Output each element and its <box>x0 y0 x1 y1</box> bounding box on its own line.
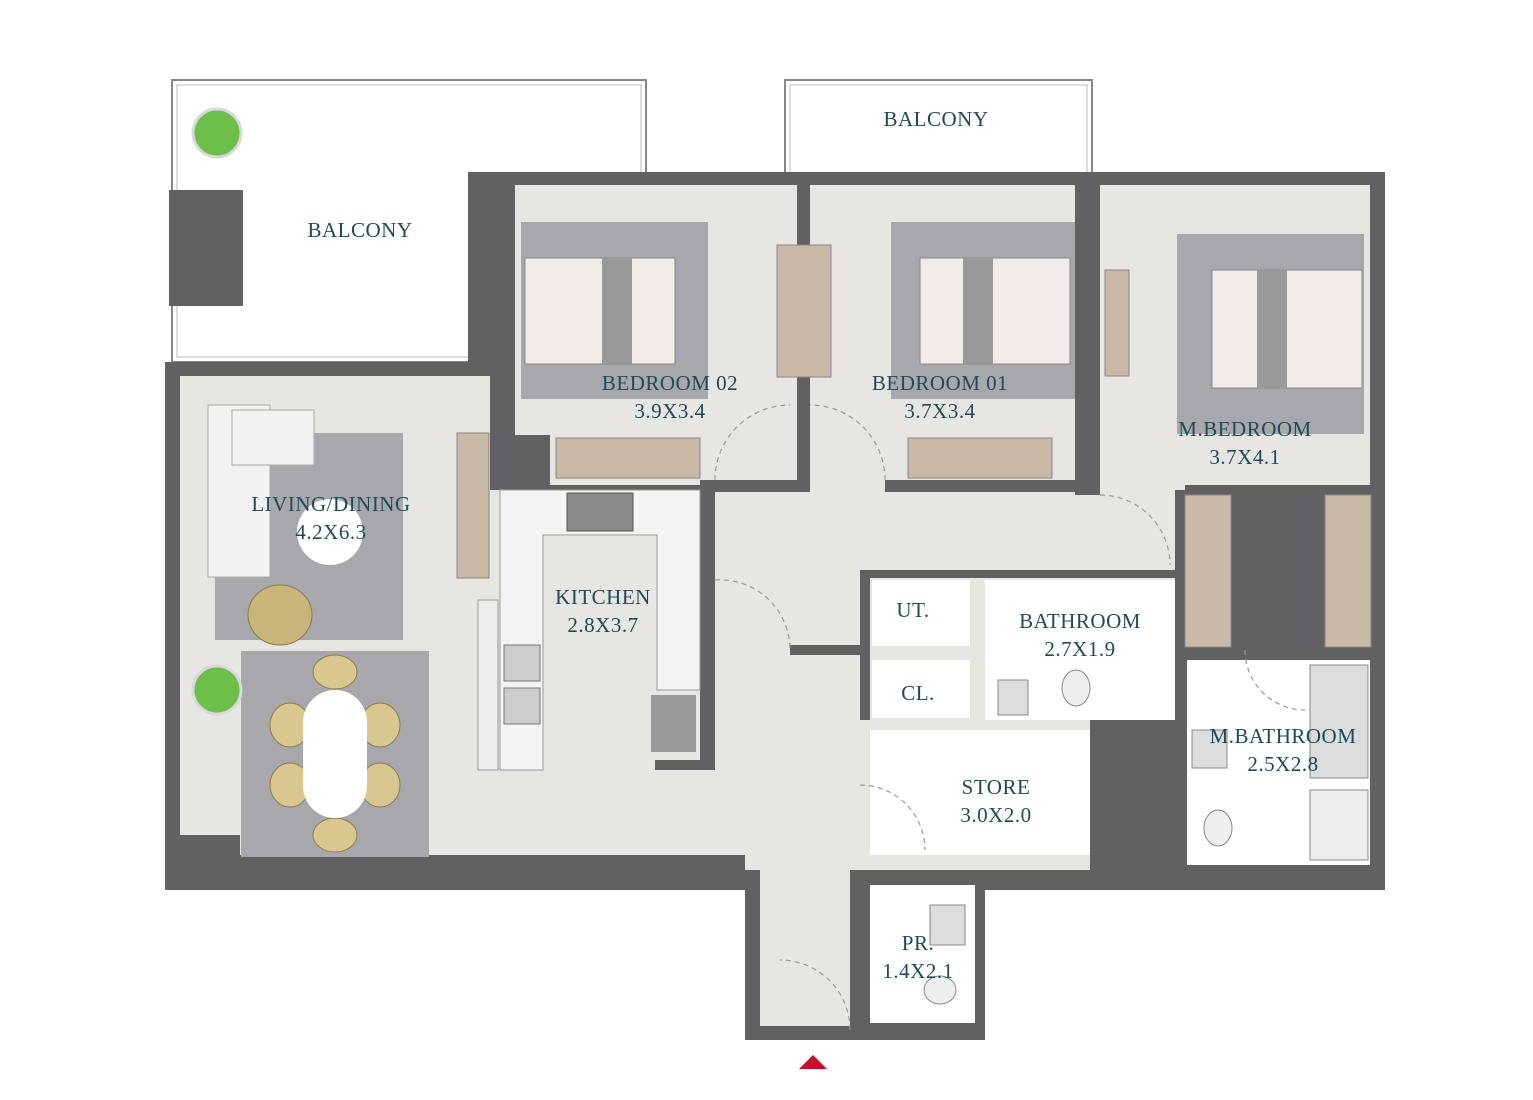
plant-icon <box>191 664 243 716</box>
toilet-icon <box>1061 669 1091 707</box>
balcony-top-label: BALCONY <box>883 107 988 131</box>
bathroom-label: BATHROOM <box>1019 609 1141 633</box>
store-label: STORE <box>962 775 1031 799</box>
wardrobe <box>1324 494 1372 648</box>
wardrobe <box>1184 494 1232 648</box>
living-dining-size: 4.2X6.3 <box>295 520 366 544</box>
bed <box>919 257 1071 365</box>
store-size: 3.0X2.0 <box>960 803 1031 827</box>
entrance-arrow-icon <box>799 1055 827 1069</box>
armchair <box>247 584 313 646</box>
coffee-table <box>297 499 363 565</box>
bathroom-size: 2.7X1.9 <box>1044 637 1115 661</box>
master-bathroom-label: M.BATHROOM <box>1210 724 1357 748</box>
fridge <box>651 695 696 752</box>
wet-rooms <box>870 580 1370 1023</box>
sink-icon <box>929 904 966 946</box>
master-bathroom-size: 2.5X2.8 <box>1247 752 1318 776</box>
bedroom02-label: BEDROOM 02 <box>602 371 738 395</box>
wardrobe <box>555 437 701 479</box>
living-dining-label: LIVING/DINING <box>251 492 410 516</box>
powder-room-size: 1.4X2.1 <box>882 959 953 983</box>
balcony-planter <box>169 190 243 306</box>
kitchen-counters <box>477 489 701 771</box>
utility-label: UT. <box>896 598 929 622</box>
living-furniture <box>191 404 490 857</box>
bathtub <box>1309 664 1369 779</box>
balcony-top <box>784 79 1093 179</box>
bedroom01-size: 3.7X3.4 <box>904 399 975 423</box>
interior-walls <box>165 185 1375 890</box>
closet-label: CL. <box>901 681 935 705</box>
sink-icon <box>997 679 1029 716</box>
kitchen-label: KITCHEN <box>555 585 651 609</box>
sink-icon <box>503 644 541 682</box>
door-swings <box>714 404 1306 1031</box>
bed <box>524 257 676 365</box>
sink-icon <box>503 687 541 725</box>
toilet-icon <box>923 975 957 1005</box>
tv-unit <box>456 432 490 579</box>
tv-unit <box>776 244 832 378</box>
master-bedroom-size: 3.7X4.1 <box>1209 445 1280 469</box>
cooktop-icon <box>566 492 634 532</box>
bedroom-furniture <box>521 222 1372 648</box>
bedroom02-size: 3.9X3.4 <box>634 399 705 423</box>
dining-chairs <box>269 654 401 853</box>
kitchen-size: 2.8X3.7 <box>567 613 638 637</box>
shower <box>1309 789 1369 861</box>
breakfast-bar <box>477 599 499 771</box>
balcony-left-label: BALCONY <box>307 218 412 242</box>
powder-room-label: PR. <box>902 931 934 955</box>
master-bedroom-label: M.BEDROOM <box>1178 417 1311 441</box>
tv-unit <box>1104 269 1130 377</box>
dining-table <box>303 690 367 818</box>
toilet-icon <box>1203 809 1233 847</box>
plant-icon <box>191 107 243 159</box>
wardrobe <box>907 437 1053 479</box>
bedroom01-label: BEDROOM 01 <box>872 371 1008 395</box>
sink-icon <box>1191 729 1228 769</box>
